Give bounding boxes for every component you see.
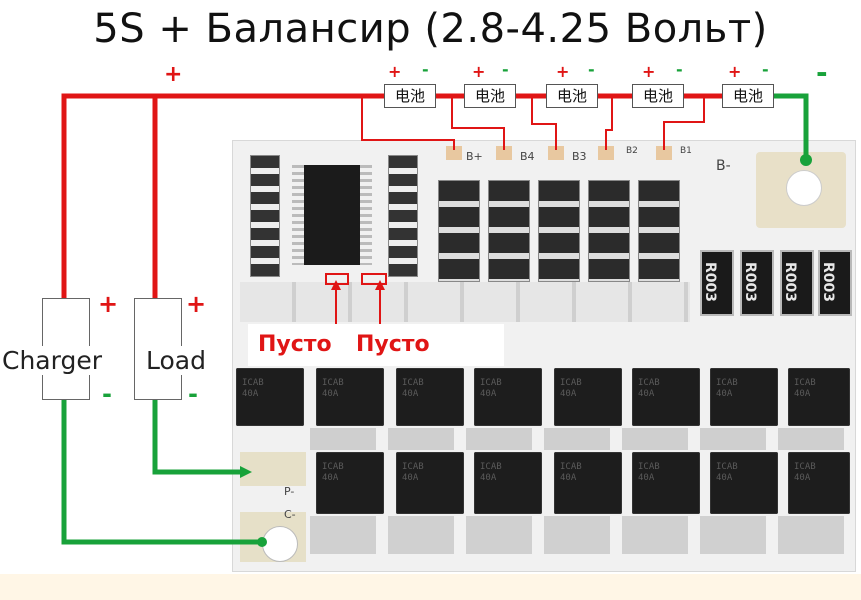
mosfet-bottom-4: ICAB 40A bbox=[554, 452, 622, 514]
mosfet-bottom-1: ICAB 40A bbox=[316, 452, 384, 514]
shunt-resistor-3: R003 bbox=[780, 250, 814, 316]
cell-3-minus: - bbox=[588, 60, 595, 79]
load-negative-arrow bbox=[240, 466, 252, 478]
battery-cell-3: 电池 bbox=[546, 84, 598, 108]
smd-column-left bbox=[250, 155, 280, 277]
pad-strip bbox=[240, 282, 690, 322]
ic-pins-right bbox=[360, 165, 372, 265]
shunt-resistor-2: R003 bbox=[740, 250, 774, 316]
mosfet-top-5: ICAB 40A bbox=[554, 368, 622, 426]
load-negative-wire bbox=[152, 398, 242, 475]
empty-label-2: Пусто bbox=[356, 332, 430, 357]
load-minus-sign: - bbox=[188, 380, 198, 408]
mosfet-top-1: ICAB 40A bbox=[236, 368, 304, 426]
empty-label-1: Пусто bbox=[258, 332, 332, 357]
empty-pad-marker-1 bbox=[325, 273, 349, 285]
balance-pad-bplus bbox=[446, 146, 462, 160]
pin-label-b1: B1 bbox=[680, 146, 692, 156]
cell-1-plus: + bbox=[388, 62, 402, 81]
balancer-stage-2 bbox=[488, 180, 530, 282]
mosfet-top-4: ICAB 40A bbox=[474, 368, 542, 426]
balancer-stage-3 bbox=[538, 180, 580, 282]
mosfet-top-3: ICAB 40A bbox=[396, 368, 464, 426]
empty-pad-marker-2 bbox=[361, 273, 387, 285]
charger-plus-sign: + bbox=[98, 290, 119, 318]
load-plus-sign: + bbox=[186, 290, 207, 318]
balance-tap-bplus bbox=[361, 96, 455, 150]
mosfet-tab-strip bbox=[310, 428, 850, 450]
pin-label-bplus: B+ bbox=[466, 150, 483, 163]
pin-label-b3: B3 bbox=[572, 150, 587, 163]
mosfet-top-7: ICAB 40A bbox=[710, 368, 778, 426]
charger-minus-sign: - bbox=[102, 380, 112, 408]
main-negative-sign: - bbox=[816, 56, 828, 89]
cell-5-plus: + bbox=[728, 62, 742, 81]
battery-cell-4: 电池 bbox=[632, 84, 684, 108]
mosfet-top-8: ICAB 40A bbox=[788, 368, 850, 426]
mosfet-top-6: ICAB 40A bbox=[632, 368, 700, 426]
p-minus-label: P- bbox=[284, 485, 295, 498]
balance-pad-b2 bbox=[598, 146, 614, 160]
cell-2-plus: + bbox=[472, 62, 486, 81]
cell-4-minus: - bbox=[676, 60, 683, 79]
balancer-stage-1 bbox=[438, 180, 480, 282]
balance-pad-b4 bbox=[496, 146, 512, 160]
bottom-strip bbox=[0, 574, 861, 600]
smd-column-right bbox=[388, 155, 418, 277]
balance-tap-b3 bbox=[531, 96, 557, 150]
pin-label-b4: B4 bbox=[520, 150, 535, 163]
balancer-stage-5 bbox=[638, 180, 680, 282]
mosfet-bottom-2: ICAB 40A bbox=[396, 452, 464, 514]
load-label: Load bbox=[146, 346, 206, 375]
p-minus-pad bbox=[240, 452, 306, 486]
positive-bus-wire bbox=[61, 93, 386, 300]
charger-label: Charger bbox=[2, 346, 102, 375]
ic-pins-left bbox=[292, 165, 304, 265]
battery-cell-2: 电池 bbox=[464, 84, 516, 108]
pcb-mount-hole bbox=[786, 170, 822, 206]
cell-4-plus: + bbox=[642, 62, 656, 81]
balance-tap-b1 bbox=[663, 96, 705, 150]
mosfet-bottom-3: ICAB 40A bbox=[474, 452, 542, 514]
balancer-stage-4 bbox=[588, 180, 630, 282]
cell-3-plus: + bbox=[556, 62, 570, 81]
mosfet-bottom-5: ICAB 40A bbox=[632, 452, 700, 514]
mosfet-bottom-6: ICAB 40A bbox=[710, 452, 778, 514]
battery-negative-wire bbox=[774, 93, 809, 160]
control-ic bbox=[304, 165, 360, 265]
balance-tap-b4 bbox=[451, 96, 505, 150]
balance-pad-b3 bbox=[548, 146, 564, 160]
c-minus-label: C- bbox=[284, 508, 296, 521]
shunt-resistor-4: R003 bbox=[818, 250, 852, 316]
charger-negative-terminal bbox=[257, 537, 267, 547]
mosfet-bottom-7: ICAB 40A bbox=[788, 452, 850, 514]
charger-negative-wire bbox=[61, 398, 260, 545]
main-positive-sign: + bbox=[164, 62, 183, 87]
diagram-title: 5S + Балансир (2.8-4.25 Вольт) bbox=[93, 6, 768, 52]
cell-1-minus: - bbox=[422, 60, 429, 79]
shunt-resistor-1: R003 bbox=[700, 250, 734, 316]
pin-label-b2: B2 bbox=[626, 146, 638, 156]
balance-pad-b1 bbox=[656, 146, 672, 160]
mosfet-bottom-tabs bbox=[310, 516, 850, 554]
cell-5-minus: - bbox=[762, 60, 769, 79]
pin-label-bminus: B- bbox=[716, 158, 731, 174]
c-minus-hole bbox=[262, 526, 298, 562]
battery-negative-terminal bbox=[800, 154, 812, 166]
balance-tap-b2 bbox=[605, 96, 613, 150]
cell-2-minus: - bbox=[502, 60, 509, 79]
mosfet-top-2: ICAB 40A bbox=[316, 368, 384, 426]
empty-callout-bg bbox=[248, 324, 504, 366]
battery-cell-1: 电池 bbox=[384, 84, 436, 108]
battery-cell-5: 电池 bbox=[722, 84, 774, 108]
